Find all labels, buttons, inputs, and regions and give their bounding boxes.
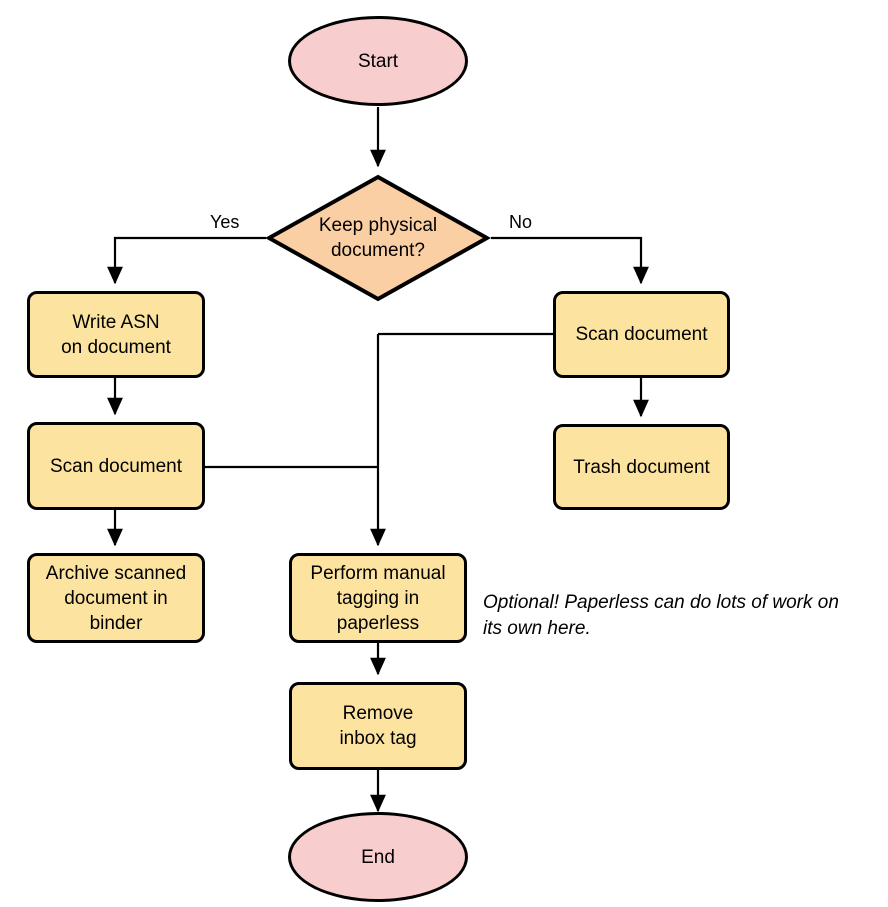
node-scan-document-right[interactable]: Scan document (553, 291, 730, 378)
node-archive-label-line3: binder (89, 612, 143, 634)
node-end[interactable]: End (288, 812, 468, 902)
node-scan-document-left[interactable]: Scan document (27, 422, 205, 510)
node-scan-document-left-label: Scan document (49, 455, 183, 477)
node-perform-manual-tagging[interactable]: Perform manual tagging in paperless (289, 553, 467, 643)
node-decision-label: Keep physical document? (265, 173, 491, 303)
edge-decision-no-to-scan-right (491, 236, 649, 285)
node-start-label: Start (357, 50, 399, 72)
edge-label-yes: Yes (210, 212, 240, 232)
node-manual-tagging-label-line1: Perform manual (310, 562, 446, 584)
node-decision-keep-physical-document[interactable]: Keep physical document? (265, 173, 491, 303)
decision-diamond-shape (265, 174, 491, 302)
node-start[interactable]: Start (288, 16, 468, 106)
node-archive-scanned-document[interactable]: Archive scanned document in binder (27, 553, 205, 643)
node-end-label: End (361, 846, 395, 868)
edge-decision-yes-to-write-asn (107, 236, 266, 285)
node-remove-inbox-label-line1: Remove (342, 703, 414, 724)
node-decision-label-line1: Keep physical (318, 215, 438, 236)
node-trash-document-label: Trash document (573, 456, 710, 478)
node-remove-inbox-label-line2: inbox tag (339, 728, 417, 749)
annotation-optional-note-line1: Optional! Paperless can do lots of work … (483, 592, 839, 613)
node-decision-label-line2: document? (330, 240, 425, 261)
node-archive-label-line1: Archive scanned (45, 562, 187, 584)
node-write-asn-on-document[interactable]: Write ASN on document (27, 291, 205, 378)
node-archive-label-line2: document in (64, 587, 168, 609)
node-manual-tagging-label-line2: tagging in (336, 587, 420, 609)
edge-label-no: No (509, 212, 533, 232)
node-manual-tagging-label-line3: paperless (336, 612, 420, 634)
node-write-asn-label-line1: Write ASN (72, 311, 160, 333)
annotation-optional-note: Optional! Paperless can do lots of work … (483, 590, 883, 642)
node-trash-document[interactable]: Trash document (553, 424, 730, 510)
node-remove-inbox-tag[interactable]: Remove inbox tag (289, 682, 467, 770)
node-scan-document-right-label: Scan document (575, 324, 708, 345)
annotation-optional-note-line2: its own here. (483, 618, 591, 639)
node-write-asn-label-line2: on document (61, 336, 171, 358)
